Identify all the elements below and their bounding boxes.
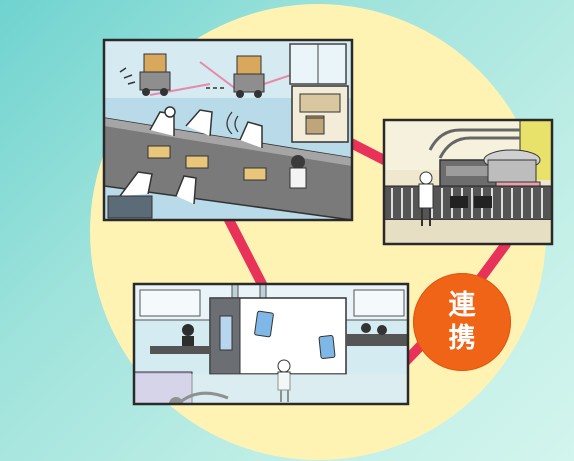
conveyor-machine-scene (382, 118, 554, 246)
badge-text-line1: 連 (448, 290, 476, 321)
worker-figure (418, 171, 434, 226)
collaboration-badge: 連 携 (413, 273, 511, 371)
robot-arm (119, 106, 263, 205)
agv-robot (206, 55, 265, 98)
connector-line (473, 239, 511, 287)
connector-line (221, 209, 269, 293)
badge-text-line2: 携 (448, 323, 476, 354)
factory-building-scene (132, 282, 410, 406)
robot-assembly-line-scene (102, 38, 354, 222)
agv-robot (119, 53, 171, 96)
worker-figure (289, 155, 307, 189)
